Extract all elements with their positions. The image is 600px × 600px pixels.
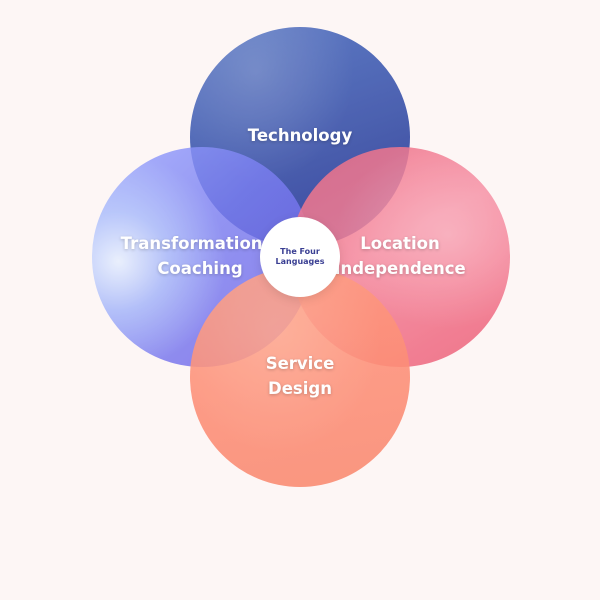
location-independence-label-line-2: Independence — [334, 259, 466, 278]
service-design-label-line-1: Service — [265, 354, 335, 373]
transformational-coaching-label: Transformational Coaching — [95, 231, 305, 281]
center-title-line-2: Languages — [275, 257, 325, 266]
service-design-label-line-2: Design — [268, 379, 332, 398]
center-title-line-1: The Four — [280, 247, 320, 256]
transformational-coaching-label-line-2: Coaching — [157, 259, 243, 278]
service-design-circle — [190, 267, 410, 487]
center-hub: The Four Languages — [260, 217, 340, 297]
technology-label: Technology — [200, 123, 400, 148]
transformational-coaching-label-line-1: Transformational — [120, 234, 280, 253]
location-independence-label-line-1: Location — [360, 234, 440, 253]
service-design-label: Service Design — [200, 351, 400, 401]
technology-label-line-1: Technology — [247, 126, 353, 145]
location-independence-label: Location Independence — [300, 231, 500, 281]
